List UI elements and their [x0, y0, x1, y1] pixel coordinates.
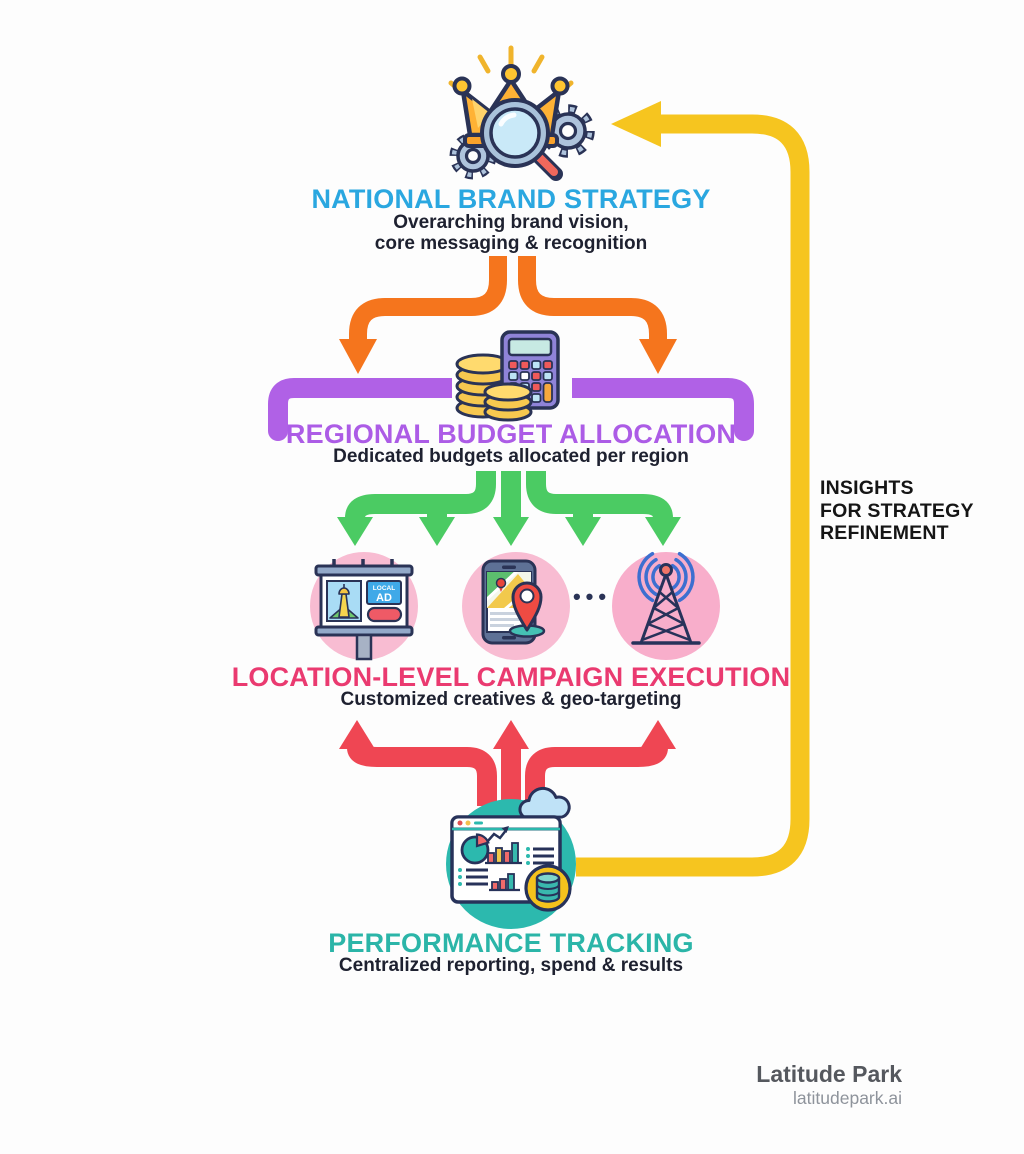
brand-name: Latitude Park: [756, 1061, 902, 1087]
list-lines: [458, 868, 488, 886]
brand-domain: latitudepark.ai: [793, 1088, 902, 1108]
bar-chart: [485, 842, 522, 865]
magnifier-icon: [480, 98, 563, 181]
flow-arrow-performance-to-location: [339, 720, 676, 806]
feedback-label: INSIGHTS FOR STRATEGY REFINEMENT: [820, 477, 974, 544]
stage-title-performance: PERFORMANCE TRACKING: [328, 928, 694, 958]
database-icon: [524, 864, 572, 912]
signal-waves: [637, 551, 695, 603]
list-lines: [526, 847, 554, 865]
ellipsis-dots: •••: [572, 584, 612, 609]
pie-chart: [460, 833, 490, 865]
tower-lattice: [631, 572, 701, 645]
branding-block: Latitude Park latitudepark.ai: [620, 1061, 902, 1109]
trend-arrow: [486, 826, 509, 843]
analytics-dashboard-icon: [446, 786, 576, 929]
stage-title-national: NATIONAL BRAND STRATEGY: [311, 184, 711, 214]
coin-stack: [483, 382, 533, 422]
stage-subtitle-national: Overarching brand vision, core messaging…: [374, 212, 648, 254]
billboard-local-ad-icon: LOCAL AD: [310, 552, 418, 661]
stage-title-location: LOCATION-LEVEL CAMPAIGN EXECUTION: [231, 662, 791, 692]
ad-label-small: LOCAL: [373, 585, 395, 592]
stage-subtitle-performance: Centralized reporting, spend & results: [338, 955, 684, 976]
mobile-map-pin-icon: [462, 552, 570, 660]
landmark-art: [329, 584, 359, 619]
flow-arrow-national-to-regional: [339, 256, 677, 374]
stage-subtitle-location: Customized creatives & geo-targeting: [340, 689, 682, 710]
broadcast-tower-icon: [612, 551, 720, 660]
ad-label-big: AD: [376, 592, 392, 604]
flow-arrow-regional-to-location: [337, 471, 681, 546]
calculator-coins-icon: [452, 330, 572, 422]
stage-title-regional: REGIONAL BUDGET ALLOCATION: [285, 419, 737, 449]
crown-search-gears-icon: [448, 45, 595, 181]
bar-chart: [489, 873, 520, 892]
feedback-loop-arrow: [576, 101, 810, 877]
stage-subtitle-regional: Dedicated budgets allocated per region: [333, 446, 689, 467]
